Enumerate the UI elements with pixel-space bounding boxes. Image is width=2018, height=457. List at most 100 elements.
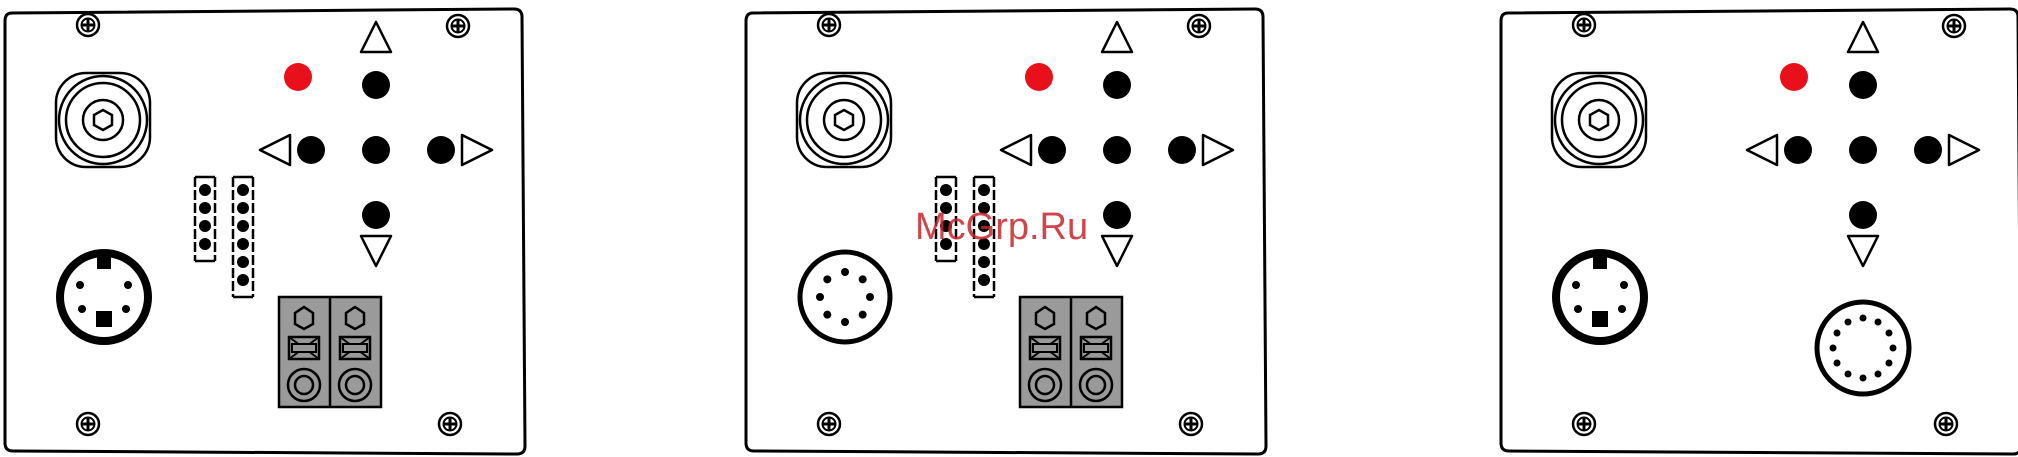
mounting-screw-icon bbox=[77, 413, 99, 435]
svideo-pin bbox=[1572, 281, 1580, 289]
header-pin bbox=[237, 220, 249, 232]
round-12pin-connector-icon bbox=[1817, 302, 1909, 394]
connector-pin bbox=[1830, 345, 1837, 352]
mounting-screw-icon bbox=[1180, 413, 1202, 435]
dpad-button-down bbox=[1849, 201, 1877, 229]
status-led bbox=[1025, 63, 1053, 91]
mounting-screw-icon bbox=[439, 413, 461, 435]
svideo-pin bbox=[122, 305, 130, 313]
round-8pin-connector-icon bbox=[800, 252, 890, 342]
panel-3 bbox=[1501, 9, 2018, 454]
svideo-pin bbox=[1618, 305, 1626, 313]
s-video-connector-icon bbox=[1552, 249, 1648, 345]
terminal-clamp-bar bbox=[292, 344, 316, 352]
connector-ring bbox=[800, 252, 890, 342]
terminal-clamp-bar bbox=[1033, 344, 1057, 352]
svideo-key bbox=[97, 253, 111, 269]
panel-1 bbox=[5, 9, 525, 454]
terminal-clamp-bar bbox=[343, 344, 367, 352]
header-pin bbox=[237, 274, 249, 286]
header-pin bbox=[978, 256, 990, 268]
header-pin bbox=[237, 202, 249, 214]
header-pin bbox=[237, 238, 249, 250]
connector-pin bbox=[1845, 370, 1852, 377]
connector-pin bbox=[1890, 345, 1897, 352]
mounting-screw-icon bbox=[1943, 15, 1965, 37]
terminal-screw-core bbox=[295, 376, 313, 394]
connector-pin bbox=[1875, 370, 1882, 377]
header-pin bbox=[978, 184, 990, 196]
connector-pin bbox=[1875, 319, 1882, 326]
header-pin bbox=[978, 274, 990, 286]
terminal-block bbox=[279, 297, 381, 407]
bnc-pin bbox=[835, 110, 853, 130]
connector-pin bbox=[841, 318, 849, 326]
mounting-screw-icon bbox=[1188, 15, 1210, 37]
terminal-hex-icon bbox=[1087, 307, 1105, 329]
terminal-hex-icon bbox=[295, 307, 313, 329]
bnc-pin bbox=[94, 110, 112, 130]
header-pin bbox=[199, 202, 211, 214]
connector-pin bbox=[1860, 315, 1867, 322]
s-video-connector-icon bbox=[56, 249, 152, 345]
svideo-center-block bbox=[1592, 311, 1608, 327]
dpad-button-up bbox=[1103, 71, 1131, 99]
mounting-screw-icon bbox=[1573, 413, 1595, 435]
svideo-pin bbox=[1620, 281, 1628, 289]
svideo-pin bbox=[76, 281, 84, 289]
connector-pin bbox=[866, 293, 874, 301]
bnc-connector-icon bbox=[797, 73, 891, 167]
dpad-button-right bbox=[427, 136, 455, 164]
dpad-button-down bbox=[362, 201, 390, 229]
connector-pin bbox=[1885, 360, 1892, 367]
watermark: McGrp.Ru bbox=[915, 206, 1088, 249]
dpad-button-left bbox=[297, 136, 325, 164]
connector-pin bbox=[1834, 330, 1841, 337]
connector-pin bbox=[1885, 330, 1892, 337]
dpad-button-right bbox=[1914, 136, 1942, 164]
connector-pin bbox=[1845, 319, 1852, 326]
dpad-button-center bbox=[362, 136, 390, 164]
mounting-screw-icon bbox=[1935, 413, 1957, 435]
bnc-connector-icon bbox=[1552, 73, 1646, 167]
status-led bbox=[284, 63, 312, 91]
mounting-screw-icon bbox=[447, 15, 469, 37]
connector-pin bbox=[816, 293, 824, 301]
connector-pin bbox=[859, 311, 867, 319]
header-pin bbox=[199, 184, 211, 196]
connector-pin bbox=[823, 311, 831, 319]
terminal-hex-icon bbox=[1036, 307, 1054, 329]
dpad-button-up bbox=[362, 71, 390, 99]
dpad-button-center bbox=[1849, 136, 1877, 164]
connector-pin bbox=[859, 275, 867, 283]
status-led bbox=[1780, 63, 1808, 91]
bnc-connector-icon bbox=[56, 73, 150, 167]
svideo-key bbox=[1593, 253, 1607, 269]
mounting-screw-icon bbox=[818, 413, 840, 435]
dpad-button-down bbox=[1103, 201, 1131, 229]
terminal-screw-core bbox=[1036, 376, 1054, 394]
mounting-screw-icon bbox=[818, 14, 840, 36]
svideo-pin bbox=[78, 305, 86, 313]
dpad-button-right bbox=[1168, 136, 1196, 164]
header-pin bbox=[199, 220, 211, 232]
terminal-clamp-bar bbox=[1084, 344, 1108, 352]
svideo-center-block bbox=[96, 311, 112, 327]
terminal-screw-core bbox=[1087, 376, 1105, 394]
connector-pin bbox=[841, 268, 849, 276]
header-pin bbox=[237, 256, 249, 268]
terminal-hex-icon bbox=[346, 307, 364, 329]
dpad-button-left bbox=[1038, 136, 1066, 164]
mounting-screw-icon bbox=[77, 14, 99, 36]
mounting-screw-icon bbox=[1573, 14, 1595, 36]
dpad-button-left bbox=[1784, 136, 1812, 164]
svideo-pin bbox=[1574, 305, 1582, 313]
connector-pin bbox=[823, 275, 831, 283]
header-pin bbox=[940, 184, 952, 196]
connector-pin bbox=[1860, 375, 1867, 382]
dpad-button-up bbox=[1849, 71, 1877, 99]
terminal-screw-core bbox=[346, 376, 364, 394]
dpad-button-center bbox=[1103, 136, 1131, 164]
header-pin bbox=[199, 238, 211, 250]
connector-pin bbox=[1834, 360, 1841, 367]
